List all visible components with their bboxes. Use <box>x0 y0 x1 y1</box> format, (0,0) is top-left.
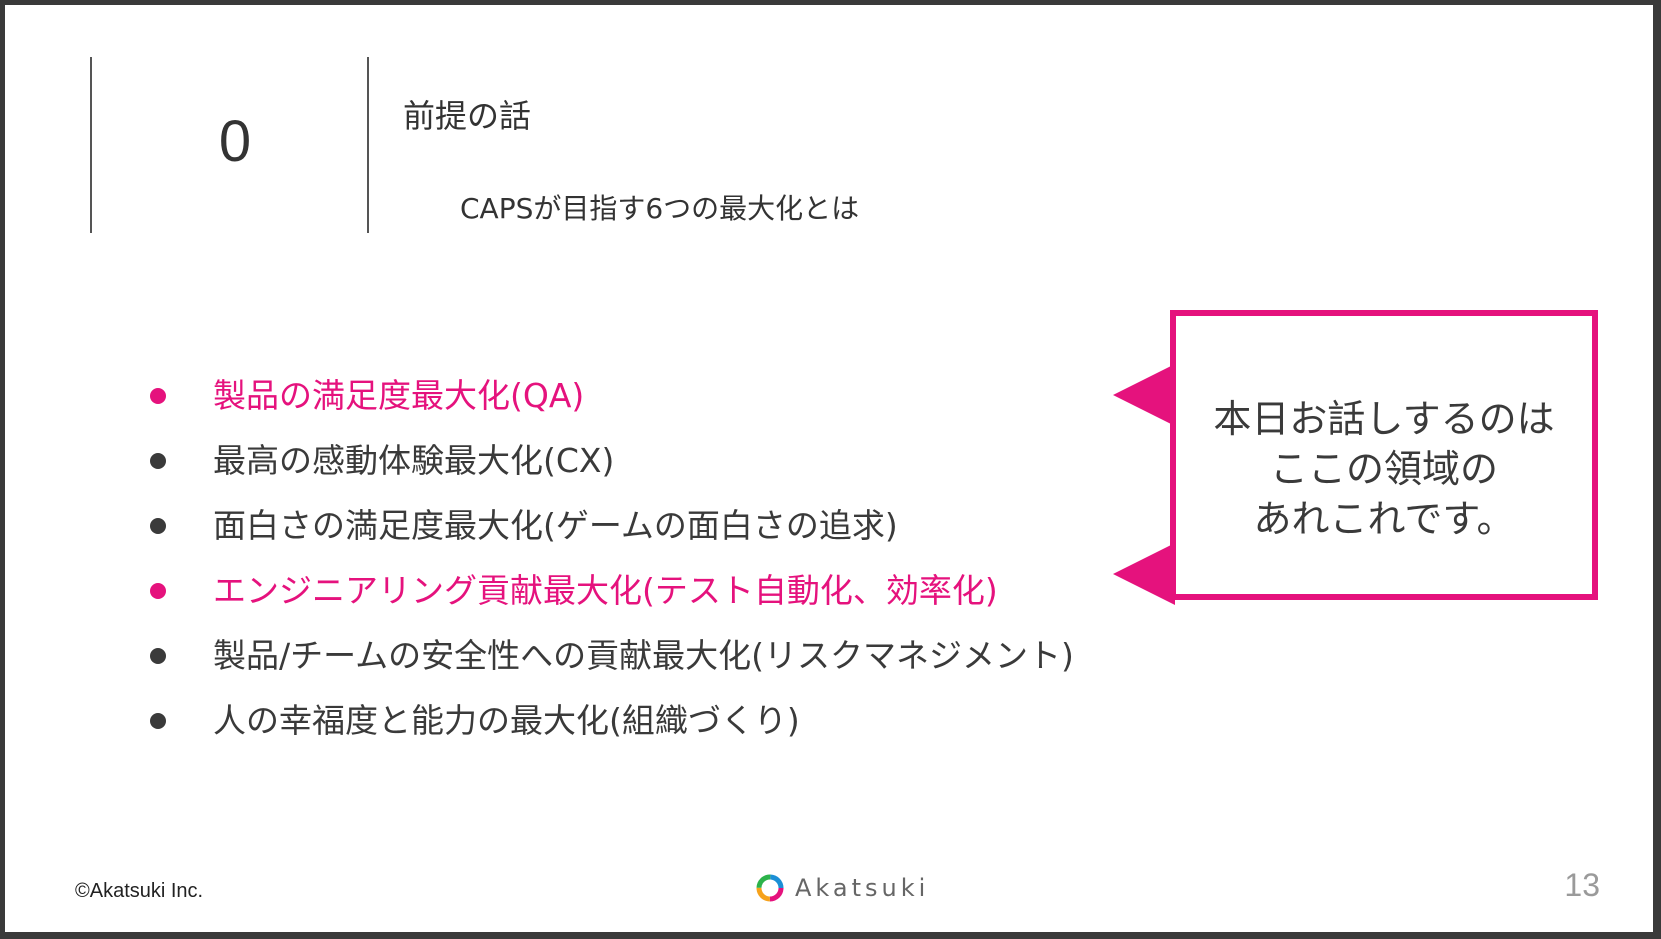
bullet-text: 最高の感動体験最大化(CX) <box>213 441 615 480</box>
section-title: 前提の話 <box>403 97 532 135</box>
akatsuki-ring-logo-icon <box>756 874 784 902</box>
bullet-text: 製品の満足度最大化(QA) <box>213 376 585 415</box>
bullet-dot-icon <box>150 388 166 404</box>
callout-line: あれこれです。 <box>1253 497 1515 541</box>
bullet-text: エンジニアリング貢献最大化(テスト自動化、効率化) <box>213 571 998 610</box>
bullet-text: 製品/チームの安全性への貢献最大化(リスクマネジメント) <box>213 636 1074 675</box>
callout-box: 本日お話しするのは ここの領域の あれこれです。 <box>1170 310 1598 600</box>
bullet-dot-icon <box>150 518 166 534</box>
footer-copyright: ©Akatsuki Inc. <box>75 880 204 902</box>
bullet-text: 人の幸福度と能力の最大化(組織づくり) <box>213 701 800 740</box>
callout-arrow-icon <box>1113 543 1175 605</box>
brand-name: Akatsuki <box>795 874 930 902</box>
section-subtitle: CAPSが目指す6つの最大化とは <box>460 192 860 225</box>
bullet-dot-icon <box>150 583 166 599</box>
bullet-dot-icon <box>150 453 166 469</box>
bullet-text: 面白さの満足度最大化(ゲームの面白さの追求) <box>213 506 898 545</box>
bullet-dot-icon <box>150 713 166 729</box>
footer-logo: Akatsuki <box>755 873 929 903</box>
callout-line: ここの領域の <box>1269 447 1498 491</box>
slide: 0 前提の話 CAPSが目指す6つの最大化とは 製品の満足度最大化(QA) 最高… <box>5 5 1653 932</box>
page-number: 13 <box>1564 867 1600 903</box>
bullet-dot-icon <box>150 648 166 664</box>
section-number: 0 <box>218 109 252 174</box>
header-divider-right <box>367 57 369 233</box>
callout-text: 本日お話しするのは ここの領域の あれこれです。 <box>1176 394 1592 544</box>
callout-line: 本日お話しするのは <box>1213 397 1555 441</box>
header-divider-left <box>90 57 92 233</box>
callout-arrow-icon <box>1113 364 1175 426</box>
